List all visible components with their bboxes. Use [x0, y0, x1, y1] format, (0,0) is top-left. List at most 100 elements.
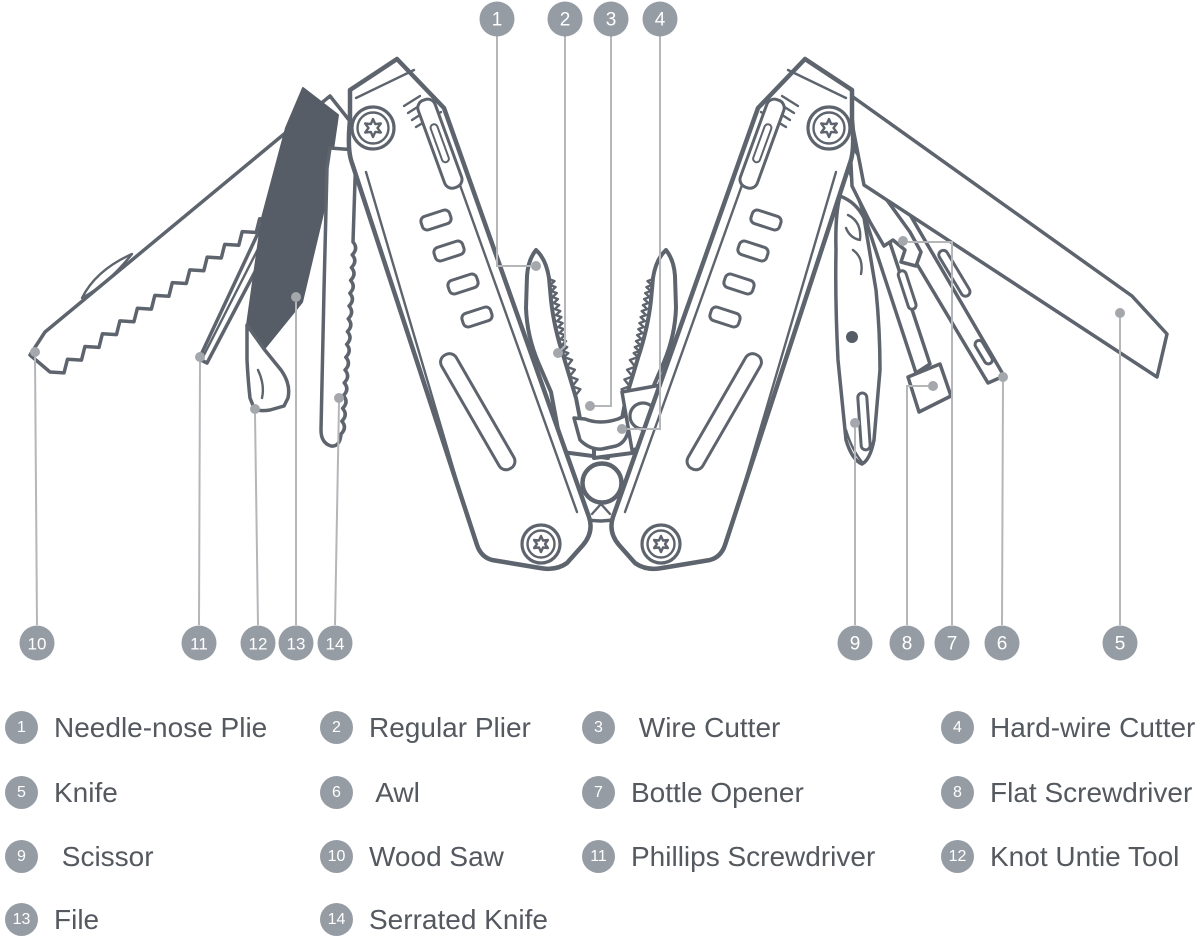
leader-line-12	[254, 413, 259, 626]
legend-item-9: 9 Scissor	[5, 839, 154, 873]
head-notch	[590, 502, 612, 516]
callout-dot-1	[531, 261, 541, 271]
callout-number-1: 1	[492, 10, 503, 31]
callout-number-2: 2	[560, 10, 571, 31]
knife-tool	[844, 90, 1169, 379]
callout-badge-1	[479, 1, 515, 37]
callout-dot-2	[553, 348, 563, 358]
callout-badge-3	[593, 1, 629, 37]
legend-badge-3: 3	[582, 710, 615, 744]
legend-item-8: 8 Flat Screwdriver	[941, 775, 1193, 809]
callout-dot-3	[585, 401, 595, 411]
legend-item-11: 11 Phillips Screwdriver	[582, 839, 876, 873]
callout-dot-14	[334, 393, 344, 403]
legend-label-4: Hard-wire Cutter	[990, 711, 1196, 743]
legend-badge-13: 13	[5, 902, 38, 936]
knot-untie-tool	[245, 323, 291, 413]
legend-badge-10: 10	[320, 839, 353, 873]
callout-number-9: 9	[850, 634, 861, 655]
legend-item-6: 6 Awl	[320, 775, 420, 809]
callout-badge-2	[547, 1, 583, 37]
legend-label-9: Scissor	[54, 840, 154, 872]
callout-dot-8	[928, 381, 938, 391]
callout-number-12: 12	[249, 635, 268, 654]
callout-number-3: 3	[606, 10, 617, 31]
legend-item-1: 1 Needle-nose Plie	[5, 710, 268, 744]
callout-dot-12	[250, 404, 260, 414]
callout-badge-8	[889, 625, 925, 661]
legend-label-5: Knife	[54, 776, 118, 808]
leader-line-10	[34, 356, 38, 626]
scissors-tool	[834, 194, 882, 466]
legend-badge-9: 9	[5, 839, 38, 873]
legend-label-14: Serrated Knife	[369, 903, 548, 935]
callout-dot-5	[1115, 308, 1125, 318]
callout-number-8: 8	[902, 634, 913, 655]
callout-dot-11	[195, 352, 205, 362]
callout-badge-11	[181, 625, 217, 661]
legend-badge-11: 11	[582, 839, 615, 873]
callout-dot-9	[850, 418, 860, 428]
legend-badge-12: 12	[941, 839, 974, 873]
legend-badge-6: 6	[320, 775, 353, 809]
legend-badge-4: 4	[941, 710, 974, 744]
legend-item-3: 3 Wire Cutter	[582, 710, 781, 744]
callout-number-14: 14	[326, 635, 345, 654]
legend-label-11: Phillips Screwdriver	[631, 840, 876, 872]
legend-label-13: File	[54, 903, 100, 935]
callout-number-6: 6	[997, 634, 1008, 655]
leader-line-1	[496, 36, 531, 267]
legend-badge-1: 1	[5, 710, 38, 744]
callout-badge-10	[19, 625, 55, 661]
callout-dot-10	[30, 347, 40, 357]
legend-label-6: Awl	[369, 776, 420, 808]
callout-number-5: 5	[1115, 634, 1126, 655]
leader-line-6	[1001, 381, 1004, 626]
legend-badge-14: 14	[320, 902, 353, 936]
leader-line-7	[908, 241, 953, 625]
leader-line-2	[559, 36, 566, 352]
callout-badge-4	[642, 1, 678, 37]
serrated-knife-tool	[319, 146, 358, 448]
legend-label-3: Wire Cutter	[631, 711, 781, 743]
callout-badge-9	[837, 625, 873, 661]
callout-dot-4	[617, 424, 627, 434]
legend-label-1: Needle-nose Plie	[54, 711, 268, 743]
legend-label-7: Bottle Opener	[631, 776, 804, 808]
callout-dot-6	[998, 372, 1008, 382]
callout-number-4: 4	[655, 10, 666, 31]
callout-number-7: 7	[947, 634, 958, 655]
legend-item-7: 7 Bottle Opener	[582, 775, 804, 809]
leader-line-14	[334, 402, 340, 626]
callout-number-13: 13	[287, 635, 306, 654]
legend-badge-2: 2	[320, 710, 353, 744]
legend-badge-5: 5	[5, 775, 38, 809]
legend-label-12: Knot Untie Tool	[990, 840, 1180, 872]
callout-number-10: 10	[28, 635, 47, 654]
lanyard-ring	[580, 461, 624, 505]
legend-item-4: 4 Hard-wire Cutter	[941, 710, 1196, 744]
legend-item-10: 10 Wood Saw	[320, 839, 504, 873]
legend-item-14: 14 Serrated Knife	[320, 902, 548, 936]
leader-line-11	[198, 361, 201, 626]
callout-number-11: 11	[190, 635, 208, 654]
callout-badge-5	[1102, 625, 1138, 661]
legend-item-13: 13 File	[5, 902, 100, 936]
legend-badge-7: 7	[582, 775, 615, 809]
callout-badge-7	[934, 625, 970, 661]
wire-cutter-anvil	[572, 410, 635, 451]
legend-badge-8: 8	[941, 775, 974, 809]
callout-badge-6	[984, 625, 1020, 661]
leader-line-8	[906, 385, 928, 625]
callout-dot-7	[898, 236, 908, 246]
callout-dot-13	[291, 292, 301, 302]
callout-badge-13	[278, 625, 314, 661]
legend-label-8: Flat Screwdriver	[990, 776, 1193, 808]
legend-label-10: Wood Saw	[369, 840, 504, 872]
callout-badge-12	[240, 625, 276, 661]
